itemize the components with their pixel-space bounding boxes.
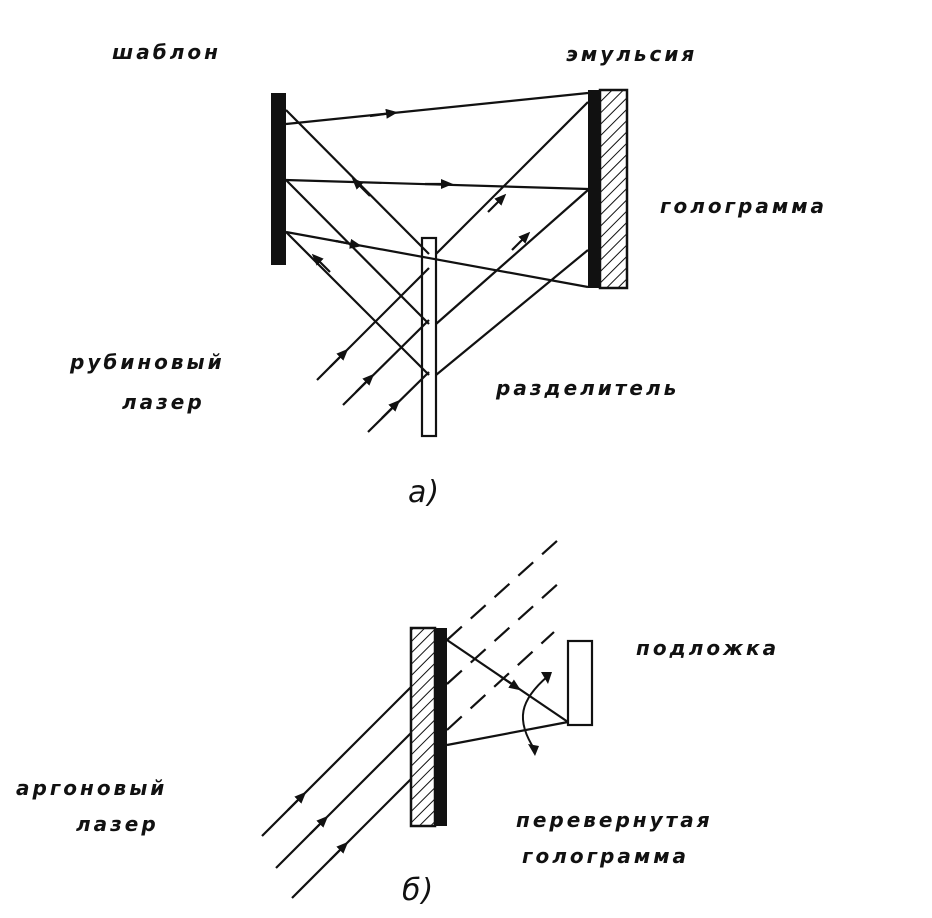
hologram-plate-hatched bbox=[598, 88, 629, 290]
splitter-label: разделитель bbox=[496, 376, 680, 400]
hologram-label: голограмма bbox=[660, 194, 828, 218]
argon-beam-arrow bbox=[287, 791, 307, 811]
flipped-hologram-label-line2: голограмма bbox=[522, 844, 690, 868]
transmitted-beam-dashed bbox=[446, 631, 555, 731]
substrate bbox=[566, 639, 594, 727]
laser-beam-arrow bbox=[355, 373, 375, 393]
argon-beam bbox=[261, 686, 412, 837]
object-beam bbox=[285, 91, 589, 126]
substrate-label: подложка bbox=[636, 636, 780, 660]
laser-beam bbox=[367, 371, 430, 433]
argon-beam-arrow bbox=[329, 841, 349, 861]
argon-beam bbox=[291, 778, 412, 899]
part-b-reconstruction bbox=[261, 539, 594, 899]
transmitted-beam-dashed bbox=[446, 539, 559, 641]
ruby-laser-label-line2: лазер bbox=[122, 390, 205, 414]
argon-laser-label-line1: аргоновый bbox=[16, 776, 168, 800]
flipped-hologram-emulsion bbox=[434, 628, 447, 826]
template-label: шаблон bbox=[112, 40, 221, 64]
argon-laser-label-line2: лазер bbox=[76, 812, 159, 836]
flipped-hologram-hatched bbox=[409, 626, 437, 828]
reflected-beam-arrow bbox=[311, 253, 331, 273]
rotation-arrow bbox=[521, 675, 549, 751]
argon-beam bbox=[275, 732, 412, 869]
reflected-beam-arrow bbox=[351, 177, 371, 197]
beam-splitter bbox=[420, 236, 438, 438]
sub-figure-a-caption: а) bbox=[408, 475, 441, 510]
reflected-beam bbox=[285, 179, 430, 325]
reference-beam-arrow bbox=[487, 193, 507, 213]
laser-beam-arrow bbox=[381, 399, 401, 419]
image-beam-arrow bbox=[499, 675, 521, 691]
reference-beam-arrow bbox=[511, 231, 531, 251]
rotation-arrow-head-top bbox=[541, 672, 552, 684]
emulsion-label: эмульсия bbox=[566, 42, 698, 66]
reference-beam bbox=[435, 189, 589, 325]
object-beam-arrow bbox=[369, 108, 398, 119]
transmitted-beam-dashed bbox=[446, 581, 561, 685]
reference-beam bbox=[435, 101, 589, 255]
sub-figure-b-caption: б) bbox=[402, 873, 435, 908]
argon-beam-arrow bbox=[309, 815, 329, 835]
object-beam-arrow bbox=[335, 238, 362, 249]
template-plate bbox=[271, 93, 286, 265]
reference-beam bbox=[435, 249, 589, 376]
part-a-recording bbox=[271, 88, 629, 438]
image-beam bbox=[446, 720, 569, 747]
ruby-laser-label-line1: рубиновый bbox=[70, 350, 225, 374]
laser-beam-arrow bbox=[329, 348, 349, 368]
reflected-beam bbox=[285, 231, 430, 376]
emulsion-layer bbox=[588, 90, 601, 288]
rotation-arrow-head-bottom bbox=[528, 744, 539, 756]
flipped-hologram-label-line1: перевернутая bbox=[516, 808, 713, 832]
